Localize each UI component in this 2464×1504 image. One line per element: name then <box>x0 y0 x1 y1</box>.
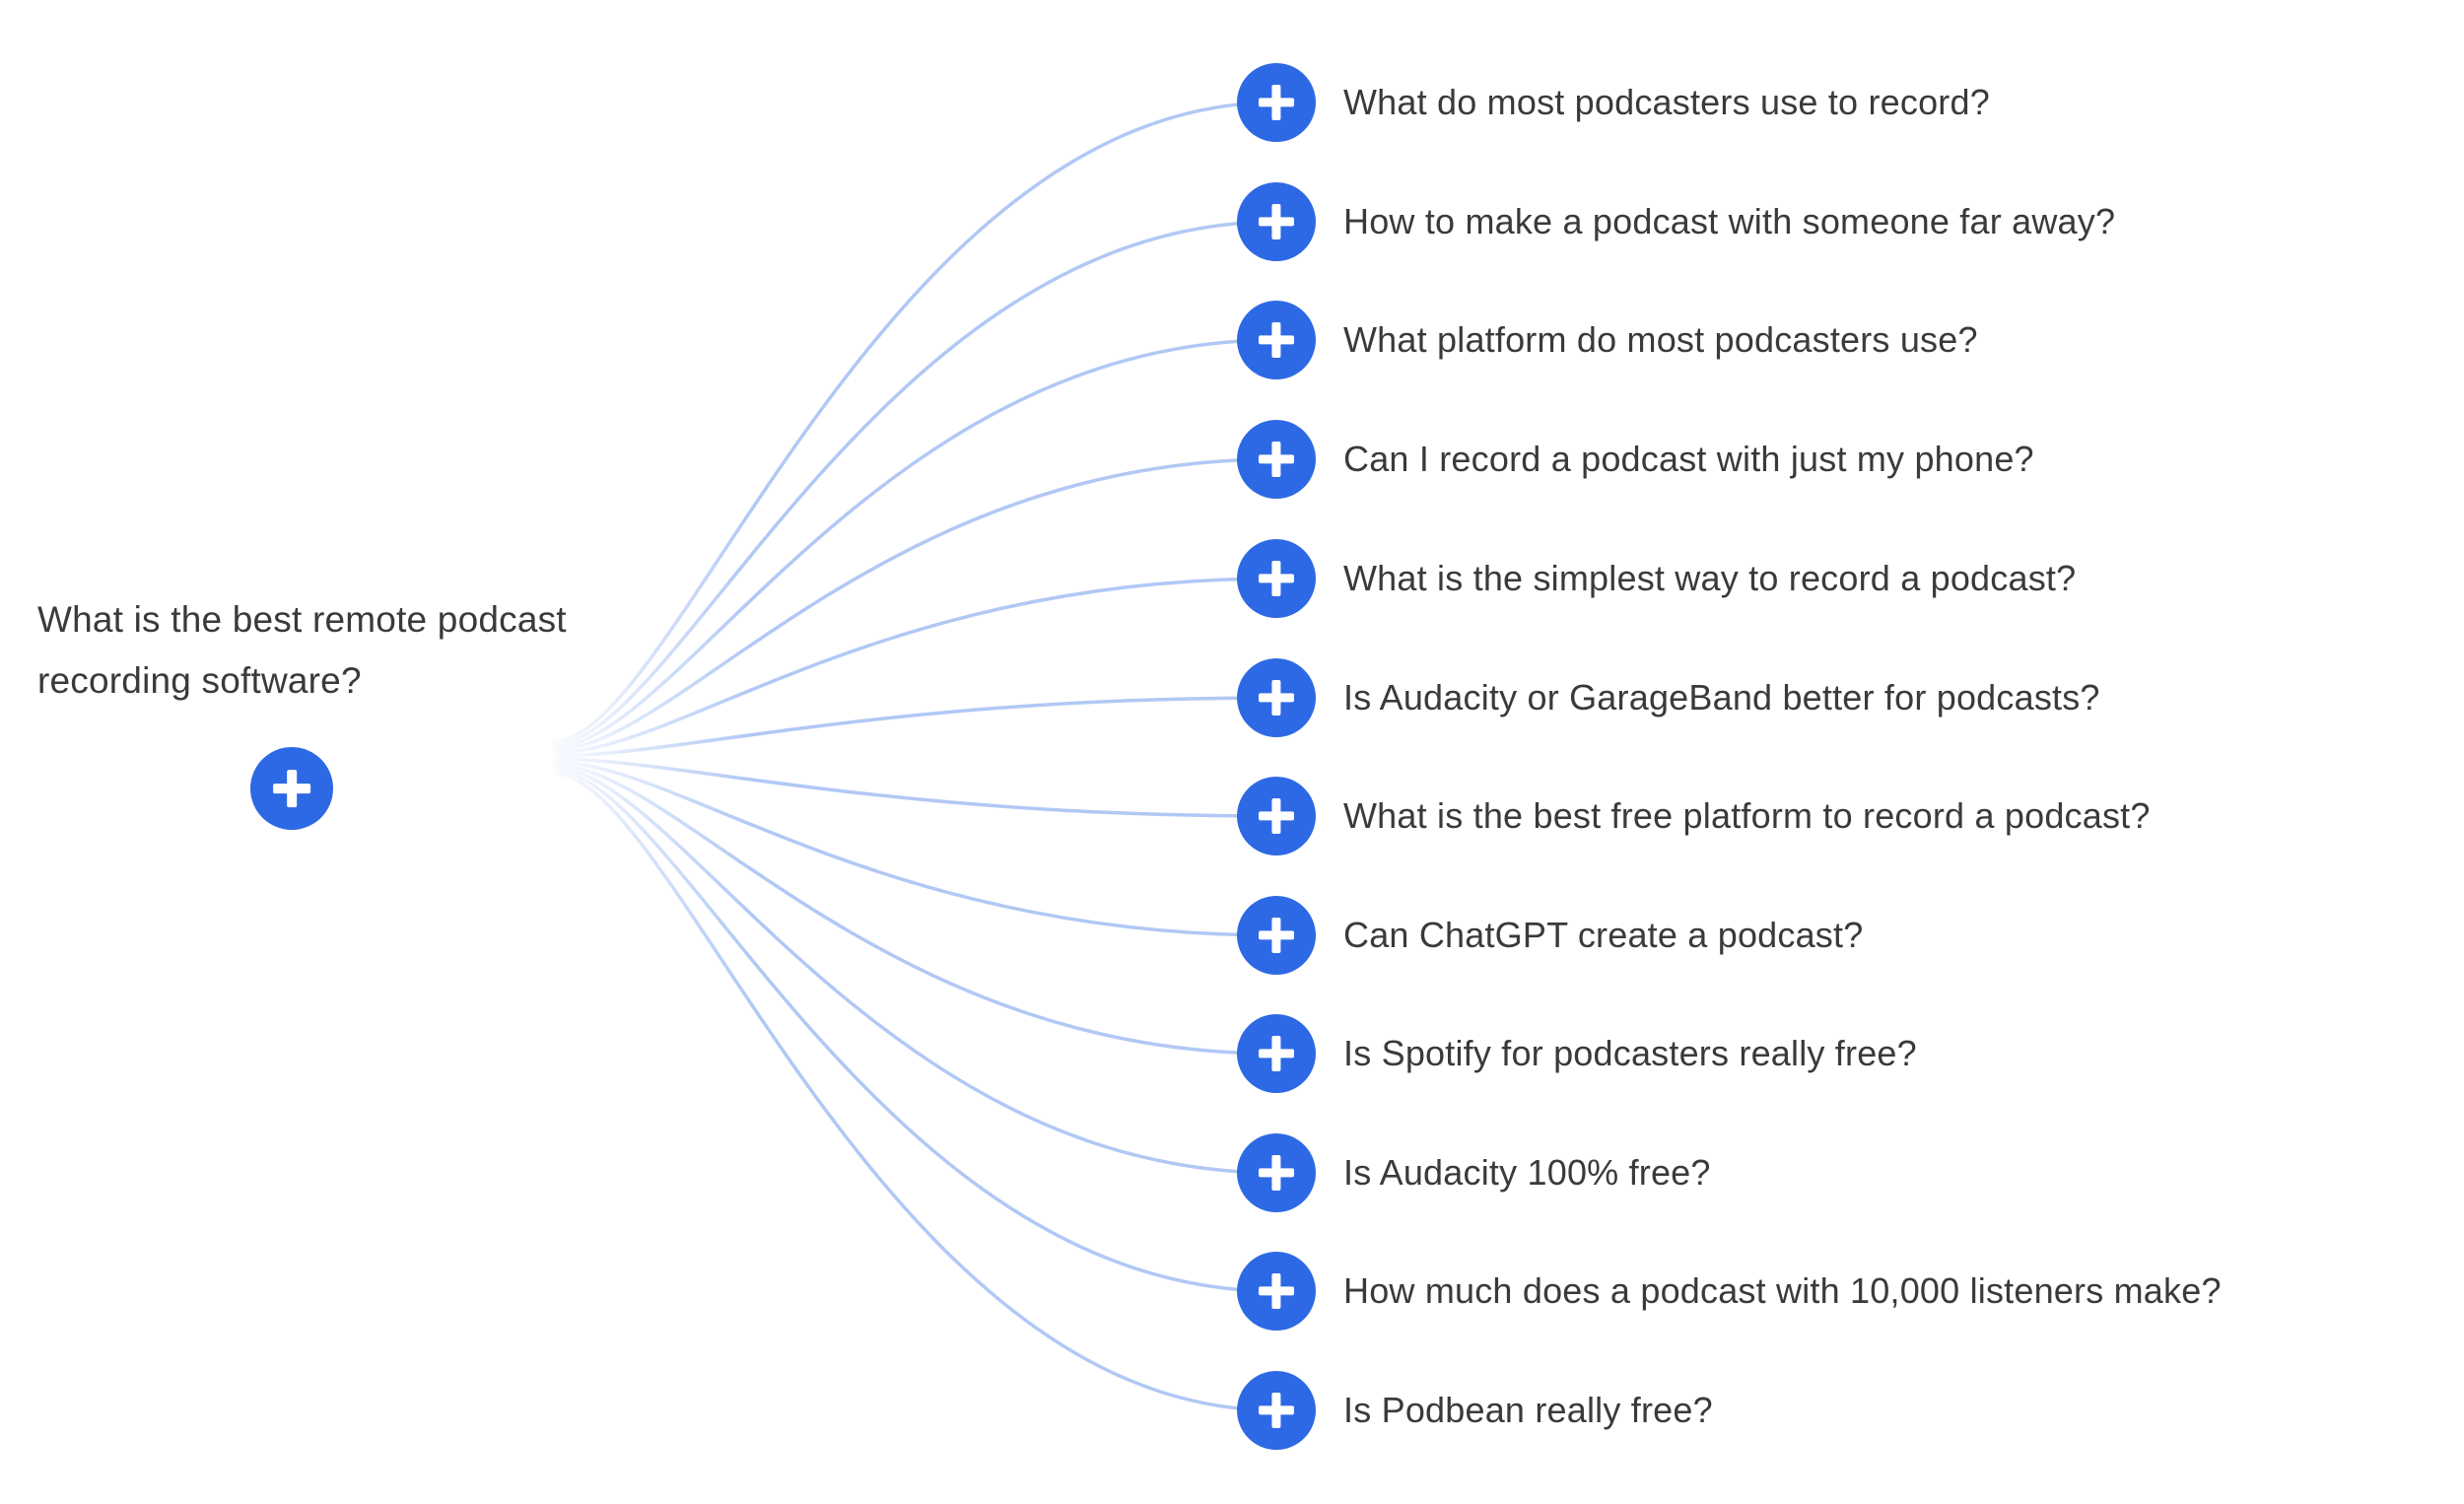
plus-icon <box>1237 777 1316 855</box>
child-question-text: Is Spotify for podcasters really free? <box>1343 1033 1917 1073</box>
child-question-row: What is the best free platform to record… <box>1237 777 2151 855</box>
plus-icon <box>1237 1133 1316 1212</box>
child-question-row: Is Audacity 100% free? <box>1237 1133 1711 1212</box>
plus-icon <box>1237 658 1316 737</box>
branch-line <box>552 457 1278 752</box>
expand-question-button[interactable] <box>1237 182 1316 261</box>
expand-question-button[interactable] <box>1237 63 1316 142</box>
plus-icon <box>1237 1252 1316 1331</box>
branch-line <box>552 577 1278 755</box>
expand-question-button[interactable] <box>1237 301 1316 379</box>
expand-question-button[interactable] <box>1237 658 1316 737</box>
plus-icon <box>250 747 333 830</box>
expand-question-button[interactable] <box>1237 420 1316 499</box>
child-question-text: Is Audacity or GarageBand better for pod… <box>1343 677 2100 718</box>
branch-line <box>552 338 1278 749</box>
child-question-text: Can ChatGPT create a podcast? <box>1343 915 1864 955</box>
branch-line <box>552 101 1278 743</box>
child-question-text: What is the simplest way to record a pod… <box>1343 558 2077 598</box>
branch-line <box>552 763 1278 1056</box>
child-question-text: What platform do most podcasters use? <box>1343 319 1978 360</box>
expand-question-button[interactable] <box>1237 1133 1316 1212</box>
child-question-text: What is the best free platform to record… <box>1343 795 2151 836</box>
plus-icon <box>1237 182 1316 261</box>
plus-icon <box>1237 301 1316 379</box>
plus-icon <box>1237 63 1316 142</box>
root-expand-button[interactable] <box>250 747 333 830</box>
branch-line <box>552 769 1278 1293</box>
expand-question-button[interactable] <box>1237 1371 1316 1450</box>
root-question-text: What is the best remote podcast recordin… <box>37 599 567 701</box>
branch-line <box>552 766 1278 1175</box>
child-question-text: What do most podcasters use to record? <box>1343 82 1990 122</box>
branch-line <box>552 696 1278 758</box>
expand-question-button[interactable] <box>1237 777 1316 855</box>
branch-line <box>552 760 1278 937</box>
plus-icon <box>1237 1014 1316 1093</box>
branch-line <box>552 757 1278 818</box>
branch-line <box>552 220 1278 746</box>
child-question-row: What is the simplest way to record a pod… <box>1237 539 2076 618</box>
child-question-text: Is Podbean really free? <box>1343 1390 1713 1430</box>
child-question-text: How to make a podcast with someone far a… <box>1343 201 2116 241</box>
plus-icon <box>1237 420 1316 499</box>
child-question-text: How much does a podcast with 10,000 list… <box>1343 1270 2222 1311</box>
branch-line <box>552 772 1278 1412</box>
child-question-row: How much does a podcast with 10,000 list… <box>1237 1252 2222 1331</box>
child-question-row: Is Podbean really free? <box>1237 1371 1713 1450</box>
plus-icon <box>1237 539 1316 618</box>
plus-icon <box>1237 1371 1316 1450</box>
child-question-row: How to make a podcast with someone far a… <box>1237 182 2115 261</box>
plus-icon <box>1237 896 1316 975</box>
child-question-row: Is Audacity or GarageBand better for pod… <box>1237 658 2100 737</box>
expand-question-button[interactable] <box>1237 539 1316 618</box>
expand-question-button[interactable] <box>1237 896 1316 975</box>
child-question-row: Can ChatGPT create a podcast? <box>1237 896 1863 975</box>
expand-question-button[interactable] <box>1237 1014 1316 1093</box>
child-question-row: What do most podcasters use to record? <box>1237 63 1990 142</box>
child-question-row: Can I record a podcast with just my phon… <box>1237 420 2034 499</box>
child-question-text: Is Audacity 100% free? <box>1343 1152 1711 1193</box>
child-question-text: Can I record a podcast with just my phon… <box>1343 439 2034 479</box>
expand-question-button[interactable] <box>1237 1252 1316 1331</box>
child-question-row: Is Spotify for podcasters really free? <box>1237 1014 1917 1093</box>
child-question-row: What platform do most podcasters use? <box>1237 301 1978 379</box>
